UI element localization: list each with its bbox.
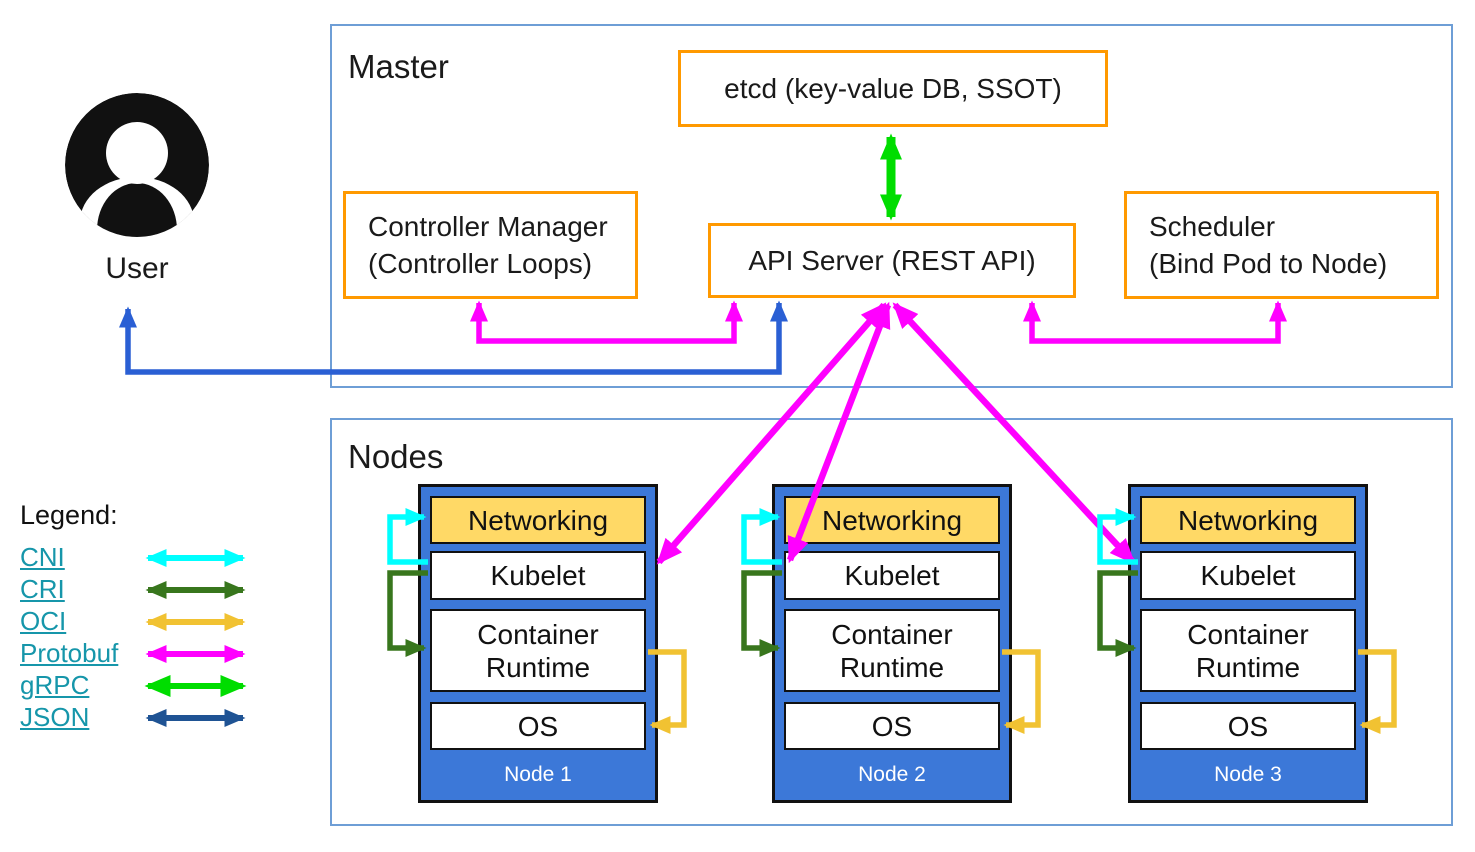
node-2-kubelet-layer: Kubelet (784, 551, 1000, 600)
controller-manager-label-line1: Controller Manager (368, 211, 608, 242)
api-server-label: API Server (REST API) (748, 244, 1036, 276)
container-runtime-label: Container Runtime (831, 618, 953, 683)
node-1-os-layer: OS (430, 702, 646, 750)
node-3-kubelet-layer: Kubelet (1140, 551, 1356, 600)
networking-label: Networking (467, 504, 609, 536)
controller-manager-label-line2: (Controller Loops) (368, 248, 593, 279)
node-2-os-layer: OS (784, 702, 1000, 750)
node-1-networking-layer: Networking (430, 496, 646, 544)
node-3-networking-layer: Networking (1140, 496, 1356, 544)
node-2-name: Node 2 (858, 763, 926, 786)
os-label: OS (871, 710, 913, 742)
controller-manager-box: Controller Manager (Controller Loops) (343, 191, 638, 299)
scheduler-box: Scheduler (Bind Pod to Node) (1124, 191, 1439, 299)
networking-label: Networking (1177, 504, 1319, 536)
node-1-name: Node 1 (504, 763, 572, 786)
node-2-container-runtime-layer: Container Runtime (784, 609, 1000, 692)
node-2-networking-layer: Networking (784, 496, 1000, 544)
kubelet-label: Kubelet (1200, 560, 1296, 591)
node-3-os-layer: OS (1140, 702, 1356, 750)
os-label: OS (517, 710, 559, 742)
etcd-label: etcd (key-value DB, SSOT) (724, 72, 1062, 104)
node-3-container-runtime-layer: Container Runtime (1140, 609, 1356, 692)
scheduler-label-line1: Scheduler (1149, 211, 1276, 242)
api-server-box: API Server (REST API) (708, 223, 1076, 298)
legend-link-grpc[interactable]: gRPC (20, 670, 90, 700)
node-3-name: Node 3 (1214, 763, 1282, 786)
container-runtime-label: Container Runtime (1187, 618, 1309, 683)
legend-link-protobuf[interactable]: Protobuf (20, 638, 119, 668)
nodes-title: Nodes (348, 438, 444, 475)
master-title: Master (348, 48, 449, 85)
legend-link-oci[interactable]: OCI (20, 606, 67, 636)
user-label: User (105, 252, 169, 285)
legend-link-cni[interactable]: CNI (20, 542, 65, 572)
node-1: Networking Kubelet Container Runtime OS … (418, 484, 658, 803)
node-1-container-runtime-layer: Container Runtime (430, 609, 646, 692)
scheduler-label-line2: (Bind Pod to Node) (1149, 248, 1388, 279)
node-2: Networking Kubelet Container Runtime OS … (772, 484, 1012, 803)
user-avatar-icon (65, 93, 209, 237)
legend-link-cri[interactable]: CRI (20, 574, 65, 604)
etcd-box: etcd (key-value DB, SSOT) (678, 50, 1108, 127)
os-label: OS (1227, 710, 1269, 742)
legend-link-json[interactable]: JSON (20, 702, 90, 732)
kubelet-label: Kubelet (490, 560, 586, 591)
legend-title: Legend: (20, 500, 118, 530)
networking-label: Networking (821, 504, 963, 536)
node-1-kubelet-layer: Kubelet (430, 551, 646, 600)
node-3: Networking Kubelet Container Runtime OS … (1128, 484, 1368, 803)
container-runtime-label: Container Runtime (477, 618, 599, 683)
kubelet-label: Kubelet (844, 560, 940, 591)
